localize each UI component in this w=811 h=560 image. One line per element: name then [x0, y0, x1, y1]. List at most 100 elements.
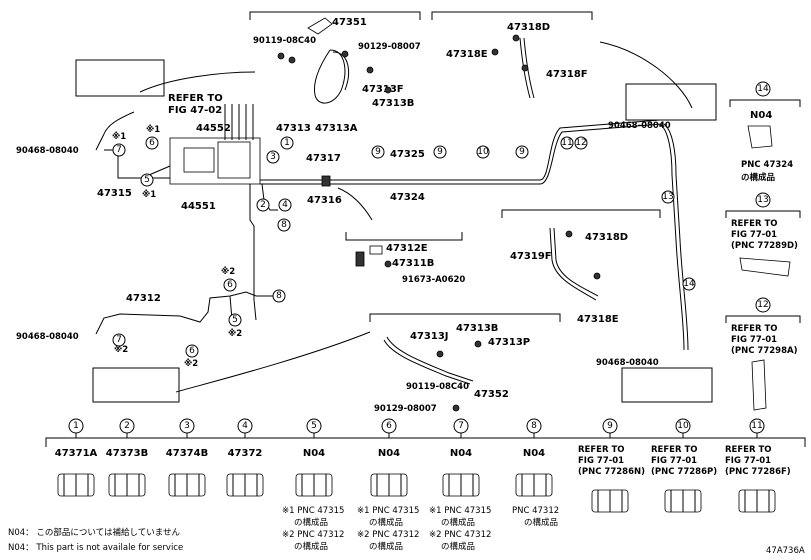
- clip-7-ribs: [448, 474, 474, 496]
- legend-callout-circle: [179, 418, 195, 434]
- legend-pnc-11: (PNC 77286F): [725, 467, 791, 477]
- legend-pnc-10: (PNC 77286P): [651, 467, 717, 477]
- legend-note3-5: ※2 PNC 47312: [282, 530, 344, 540]
- star2-label: ※2: [221, 266, 235, 277]
- legend-note4-6: の構成品: [369, 541, 403, 552]
- label-90119-top: 90119-08C40: [253, 36, 316, 46]
- label-91673: 91673-A0620: [402, 275, 465, 285]
- label-47313A: 47313A: [315, 123, 358, 134]
- panel12-fig: FIG 77-01: [731, 335, 777, 345]
- legend-note2-7: の構成品: [441, 517, 475, 528]
- footnote-jp: N04： この部品については補給していません: [8, 527, 180, 538]
- label-47313B-top: 47313B: [372, 98, 414, 109]
- fig-47-02-label: FIG 47-02: [168, 105, 222, 116]
- bolt-icon: [521, 64, 529, 72]
- legend-callout-circle: [237, 418, 253, 434]
- label-47352: 47352: [474, 389, 509, 400]
- legend-code-4: 47372: [228, 448, 263, 459]
- panel12-pnc: (PNC 77298A): [731, 346, 798, 356]
- label-90129-top: 90129-08007: [358, 42, 421, 52]
- callout-14: 14: [757, 84, 769, 94]
- callout-7: 7: [116, 145, 122, 155]
- legend-callout-10: 10: [677, 421, 689, 431]
- callout-8: 8: [276, 291, 282, 301]
- callout-10: 10: [477, 147, 489, 157]
- callout-12: 12: [757, 300, 768, 310]
- bolt-icon: [474, 340, 482, 348]
- inset-47313J-bracket: [369, 313, 561, 322]
- legend-callout-11: 11: [751, 421, 762, 431]
- inset-47318-top: 47318D 47318E 47318F: [431, 11, 593, 99]
- label-90468-right2: 90468-08040: [596, 358, 659, 368]
- legend-fig-9: FIG 77-01: [578, 456, 624, 466]
- callout-2: 2: [260, 200, 266, 210]
- bolt-icon: [491, 48, 499, 56]
- callout-6: 6: [189, 346, 195, 356]
- legend-note2-5: の構成品: [294, 517, 328, 528]
- hose-fitting-icon: [355, 251, 365, 267]
- star1-label: ※1: [142, 189, 156, 200]
- reference-frame-top-left: [75, 59, 165, 97]
- legend-callout-2: 2: [124, 421, 130, 431]
- reference-frame-top-right: [625, 83, 717, 121]
- legend-note2-6: の構成品: [369, 517, 403, 528]
- label-47351: 47351: [332, 17, 367, 28]
- callout-8: 8: [281, 220, 287, 230]
- label-90468-left2: 90468-08040: [16, 332, 79, 342]
- inset-47319F-bracket: [501, 209, 661, 218]
- legend-callout-circle: [306, 418, 322, 434]
- legend-callout-8: 8: [531, 421, 537, 431]
- bracket-47351-part: [307, 17, 333, 35]
- label-47311B: 47311B: [392, 258, 434, 269]
- callout-7: 7: [116, 335, 122, 345]
- legend-callout-1: 1: [73, 421, 79, 431]
- bolt-icon: [384, 86, 392, 94]
- callout-3: 3: [270, 152, 276, 162]
- legend-pnc-9: (PNC 77286N): [578, 467, 645, 477]
- clip-12-icon: [751, 359, 767, 411]
- reference-frame-bottom-right: [621, 367, 713, 403]
- label-47313P: 47313P: [488, 337, 530, 348]
- bolt-icon: [288, 56, 296, 64]
- callout-6: 6: [149, 138, 155, 148]
- label-47315: 47315: [97, 188, 132, 199]
- clip-1-ribs: [63, 474, 89, 496]
- union-fitting: [321, 175, 331, 187]
- legend-callout-circle: [119, 418, 135, 434]
- legend-note1-5: ※1 PNC 47315: [282, 506, 344, 516]
- legend-note1-8: PNC 47312: [512, 506, 559, 516]
- legend-callout-circle: [453, 418, 469, 434]
- label-47316: 47316: [307, 195, 342, 206]
- side-panel-14: 14 N04 PNC 47324 の構成品: [729, 81, 801, 183]
- panel14-note2: の構成品: [741, 172, 776, 183]
- bolt-icon: [512, 34, 520, 42]
- bolt-icon: [384, 260, 392, 268]
- legend-code-1: 47371A: [55, 448, 98, 459]
- actuator-valve-block: [217, 141, 251, 179]
- legend-note4-7: の構成品: [441, 541, 475, 552]
- panel13-ref: REFER TO: [731, 219, 778, 229]
- label-47325: 47325: [390, 149, 425, 160]
- callout-9: 9: [375, 147, 381, 157]
- legend-callout-circle: [602, 418, 618, 434]
- callout-9: 9: [519, 147, 525, 157]
- legend-callout-5: 5: [311, 421, 317, 431]
- clip-10-ribs: [670, 490, 696, 512]
- bolt-icon: [366, 66, 374, 74]
- bolt-icon: [277, 52, 285, 60]
- callout-4: 4: [282, 200, 288, 210]
- legend-fig-11: FIG 77-01: [725, 456, 771, 466]
- legend-callout-circle: [749, 418, 765, 434]
- label-44552: 44552: [196, 123, 231, 134]
- clip-8-ribs: [521, 474, 547, 496]
- legend-callout-9: 9: [607, 421, 613, 431]
- label-47318D-mid: 47318D: [585, 232, 628, 243]
- bolt-icon: [341, 50, 349, 58]
- legend-code-6: N04: [378, 448, 400, 459]
- diagram-callouts: 7 6 5 1 3 2 4 8 9 9 10 9 11 12 13 14 6 8…: [112, 136, 696, 358]
- label-47319F: 47319F: [510, 251, 552, 262]
- bolt-icon: [593, 272, 601, 280]
- star2-label: ※2: [228, 328, 242, 339]
- clip-14-icon: [747, 125, 773, 149]
